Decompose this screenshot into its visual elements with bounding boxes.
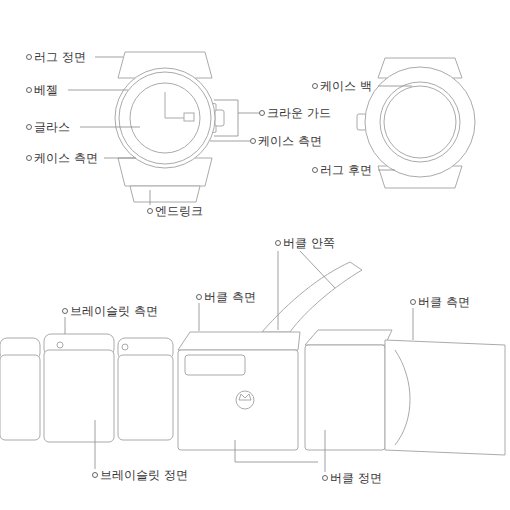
marker-dot [313, 84, 318, 89]
marker-dot [27, 125, 32, 130]
part-label: 케이스 측면 [34, 150, 98, 166]
leader-line [68, 90, 128, 91]
buckle-top [305, 330, 392, 345]
marker-dot [148, 209, 153, 214]
leader-line [104, 158, 136, 159]
marker-dot [260, 111, 265, 116]
part-label: 브레이슬릿 측면 [70, 303, 158, 319]
marker-dot [276, 241, 281, 246]
part-label: 베젤 [34, 82, 58, 98]
leader-line [95, 57, 123, 58]
case [365, 67, 475, 177]
leader-line [199, 303, 200, 331]
dial [130, 83, 200, 153]
leader-line [65, 317, 66, 334]
part-label: 글라스 [34, 119, 70, 135]
bracelet-curve [395, 350, 410, 445]
marker-dot [313, 168, 318, 173]
crown [215, 110, 224, 126]
bracelet-end [385, 340, 505, 455]
end-link [130, 186, 200, 202]
leader-line [80, 127, 140, 128]
buckle-part [185, 355, 245, 375]
buckle-block [305, 345, 385, 450]
part-label: 버클 안쪽 [283, 235, 335, 251]
leader-line [278, 251, 335, 330]
buckle-arm [262, 262, 362, 332]
marker-dot [411, 300, 416, 305]
part-label: 케이스 측면 [258, 133, 322, 149]
marker-dot [63, 309, 68, 314]
leader-line [150, 190, 151, 205]
part-label: 러그 후면 [320, 162, 372, 178]
watch-hand [165, 118, 186, 119]
buckle-front [178, 350, 298, 450]
part-label: 케이스 백 [320, 78, 372, 94]
pin [57, 342, 63, 348]
leader-bracket [214, 100, 259, 136]
case-back [380, 82, 460, 162]
marker-dot [27, 156, 32, 161]
watch-hand [165, 92, 166, 118]
part-label: 버클 측면 [204, 289, 256, 305]
pin [122, 344, 128, 350]
part-label: 엔드링크 [155, 203, 203, 219]
marker-dot [197, 295, 202, 300]
marker-dot [323, 476, 328, 481]
part-label: 크라운 가드 [267, 105, 331, 121]
date-window [184, 113, 194, 121]
crown-logo [239, 394, 251, 400]
part-label: 브레이슬릿 정면 [100, 467, 188, 483]
link-front [118, 355, 173, 440]
leader-line [378, 86, 412, 87]
crown-logo [236, 391, 254, 409]
leader-line [235, 430, 325, 472]
link-front [0, 355, 40, 440]
bezel [119, 72, 211, 164]
part-label: 버클 측면 [418, 294, 470, 310]
marker-dot [93, 473, 98, 478]
buckle-top [178, 332, 300, 350]
marker-dot [27, 55, 32, 60]
leader-line [413, 308, 414, 340]
case [115, 68, 215, 168]
link-front [44, 350, 114, 442]
leader-line [378, 170, 395, 171]
leader-line [95, 420, 96, 469]
marker-dot [27, 88, 32, 93]
part-label: 러그 정면 [34, 49, 86, 65]
leader-line [210, 141, 250, 142]
case-back [384, 86, 456, 158]
part-label: 버클 정면 [330, 470, 382, 486]
marker-dot [251, 139, 256, 144]
